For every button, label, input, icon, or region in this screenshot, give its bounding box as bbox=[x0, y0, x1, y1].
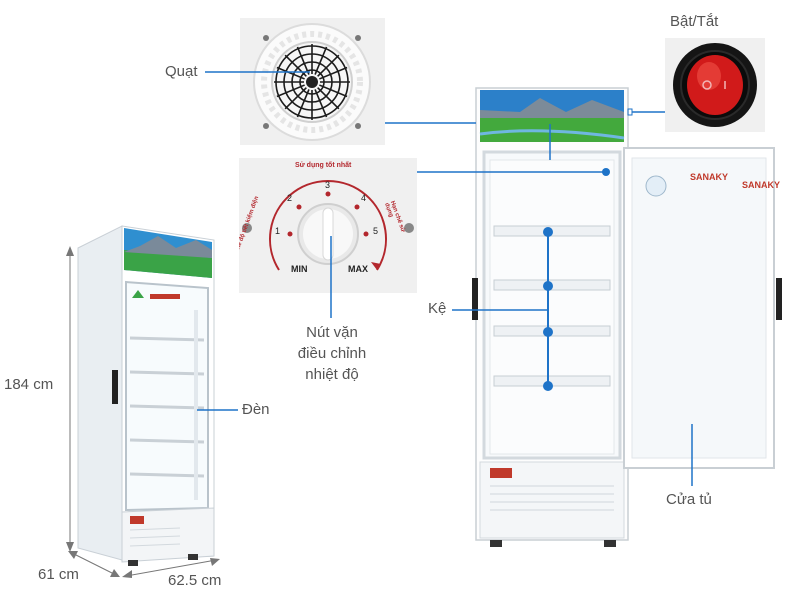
power-label: Bật/Tắt bbox=[670, 13, 719, 30]
knob-label: Nút vặn điều chỉnh nhiệt độ bbox=[286, 322, 378, 385]
dial-number-1: 1 bbox=[275, 226, 281, 236]
power-switch-panel bbox=[665, 38, 765, 132]
light-label: Đèn bbox=[242, 401, 270, 418]
svg-text:SANAKY: SANAKY bbox=[742, 180, 780, 190]
dial-number-2: 2 bbox=[287, 193, 293, 203]
width-dimension: 62.5 cm bbox=[168, 572, 222, 589]
knob-label-line1: Nút vặn bbox=[306, 324, 358, 341]
dial-min-label: MIN bbox=[291, 264, 308, 274]
door-label: Cửa tủ bbox=[666, 491, 712, 508]
depth-dimension: 61 cm bbox=[38, 566, 79, 583]
thermostat-dial-panel: 1 2 3 4 5 MIN MAX Sử dụng tốt nhất Chế đ… bbox=[239, 158, 417, 293]
dial-arc-top-text: Sử dụng tốt nhất bbox=[295, 162, 352, 169]
dial-number-4: 4 bbox=[361, 193, 367, 203]
power-switch-icon bbox=[673, 43, 757, 127]
fan-icon bbox=[253, 23, 371, 141]
fan-label: Quạt bbox=[165, 63, 198, 80]
fan-panel bbox=[240, 18, 385, 145]
thermostat-dial-icon bbox=[242, 179, 414, 271]
dial-number-5: 5 bbox=[373, 226, 379, 236]
height-dimension: 184 cm bbox=[4, 376, 54, 393]
shelf-label: Kệ bbox=[428, 300, 447, 317]
dial-number-3: 3 bbox=[325, 180, 331, 190]
dial-max-label: MAX bbox=[348, 264, 368, 274]
knob-label-line2: điều chỉnh bbox=[297, 345, 367, 362]
svg-text:SANAKY: SANAKY bbox=[690, 172, 728, 182]
knob-label-line3: nhiệt độ bbox=[305, 366, 359, 383]
